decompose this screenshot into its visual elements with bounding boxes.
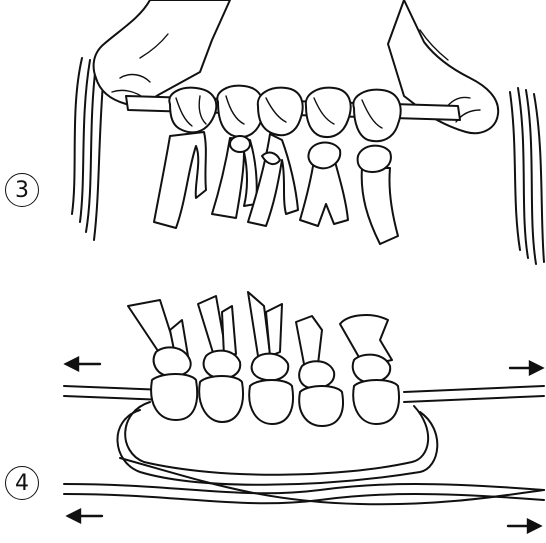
right-hanging-cords <box>510 88 544 264</box>
arrow-upper-left-icon <box>66 358 100 370</box>
arrow-upper-right-icon <box>510 362 542 374</box>
step-4-illustration <box>64 292 544 532</box>
step-3-number: 3 <box>15 178 29 203</box>
knot-bundle-8 <box>248 292 293 424</box>
knot-bundle-6 <box>128 300 197 420</box>
arrow-lower-right-icon <box>508 520 540 532</box>
knot-bundle-5 <box>353 90 400 244</box>
lower-cords <box>64 458 544 504</box>
left-hand-icon <box>94 0 230 105</box>
arrow-lower-left-icon <box>68 510 102 522</box>
step-4-label: 4 <box>5 466 39 500</box>
knot-bundle-10 <box>340 315 399 424</box>
step-3-illustration <box>72 0 544 264</box>
step-3-label: 3 <box>5 173 39 207</box>
knot-bundle-9 <box>296 316 343 426</box>
step-4-number: 4 <box>15 471 29 496</box>
knot-bundle-4 <box>300 88 351 226</box>
knot-bundle-7 <box>198 296 243 422</box>
